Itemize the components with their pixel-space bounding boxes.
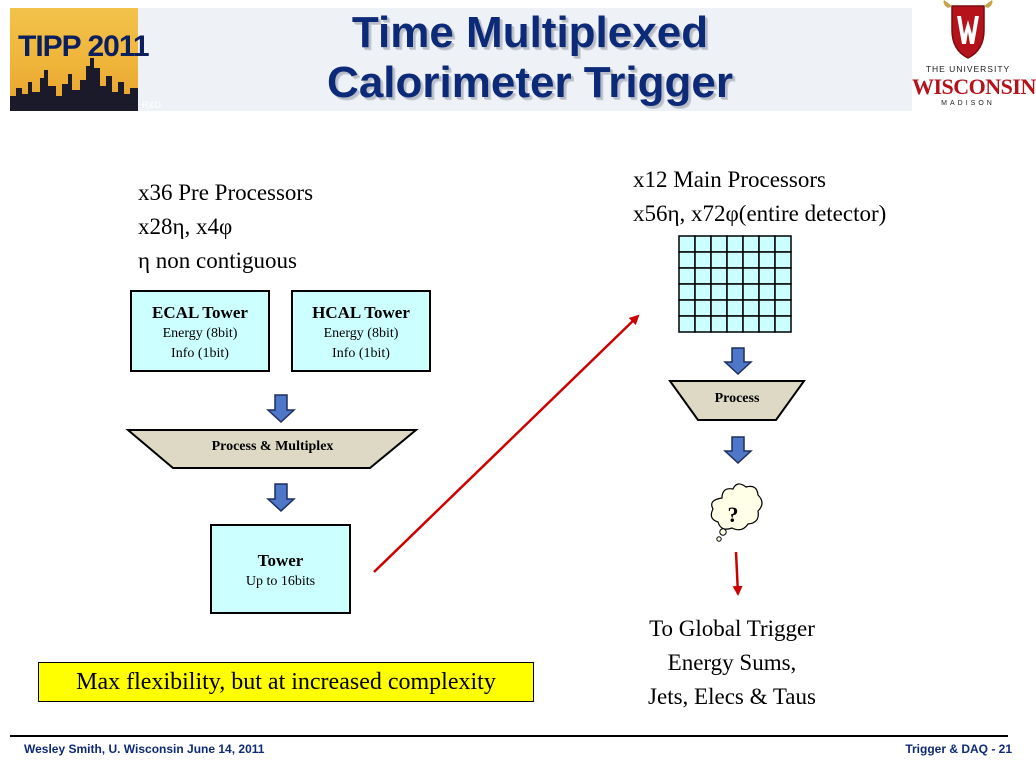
footer-page: Trigger & DAQ - 21: [905, 742, 1012, 756]
global-trigger-text: To Global Trigger Energy Sums, Jets, Ele…: [612, 612, 852, 714]
pre-processors-line2: x28η, x4φ: [138, 214, 233, 239]
down-arrow-icon: [266, 394, 296, 424]
red-arrow-to-global: [732, 551, 743, 596]
grid-cell: [742, 283, 760, 301]
red-arrow-to-main: [373, 314, 640, 573]
ecal-tower-box: ECAL Tower Energy (8bit) Info (1bit): [130, 290, 270, 372]
processor-grid: [678, 235, 792, 333]
global-trigger-line2: Energy Sums,: [667, 650, 797, 675]
footer-divider: [10, 735, 1008, 737]
university-logo-line3: MADISON: [941, 100, 995, 107]
grid-cell: [742, 251, 760, 269]
flexibility-note: Max flexibility, but at increased comple…: [38, 662, 534, 702]
grid-cell: [758, 315, 776, 333]
grid-cell: [726, 267, 744, 285]
grid-cell: [726, 283, 744, 301]
grid-cell: [758, 251, 776, 269]
grid-cell: [678, 235, 696, 253]
grid-cell: [678, 283, 696, 301]
pre-processors-line1: x36 Pre Processors: [138, 180, 314, 205]
grid-cell: [694, 235, 712, 253]
university-logo-line2: WISCONSIN: [912, 74, 1036, 99]
pre-processors-line3: η non contiguous: [138, 248, 297, 273]
grid-cell: [774, 251, 792, 269]
header-band: [10, 8, 913, 111]
grid-cell: [694, 283, 712, 301]
tower-box-title: Tower: [257, 551, 304, 570]
grid-cell: [694, 251, 712, 269]
grid-cell: [678, 299, 696, 317]
hcal-tower-box: HCAL Tower Energy (8bit) Info (1bit): [291, 290, 431, 372]
grid-cell: [726, 299, 744, 317]
down-arrow-icon: [723, 347, 753, 376]
grid-cell: [678, 267, 696, 285]
grid-cell: [774, 315, 792, 333]
grid-cell: [774, 267, 792, 285]
grid-cell: [710, 251, 728, 269]
grid-cell: [726, 251, 744, 269]
hcal-box-line2: Info (1bit): [332, 346, 390, 361]
down-arrow-icon: [723, 436, 753, 465]
grid-cell: [758, 267, 776, 285]
tower-box: Tower Up to 16bits: [210, 524, 351, 614]
main-processors-line1: x12 Main Processors: [633, 167, 826, 192]
title-line-1: Time Multiplexed: [351, 8, 709, 57]
grid-cell: [710, 267, 728, 285]
thought-cloud-icon: [710, 483, 763, 542]
tipp-logo: TIPP 2011: [10, 8, 150, 111]
grid-cell: [726, 315, 744, 333]
footer-author: Wesley Smith, U. Wisconsin June 14, 2011: [24, 742, 265, 756]
tipp-logo-text: TIPP 2011: [18, 30, 150, 63]
process-multiplex-label: Process & Multiplex: [211, 439, 334, 454]
grid-cell: [726, 235, 744, 253]
title-line-2: Calorimeter Trigger: [327, 58, 733, 107]
grid-cell: [710, 299, 728, 317]
rd-label: R&D: [142, 100, 162, 110]
grid-cell: [758, 283, 776, 301]
grid-cell: [774, 299, 792, 317]
grid-cell: [774, 283, 792, 301]
pre-processors-text: x36 Pre Processors x28η, x4φ η non conti…: [138, 176, 313, 278]
grid-cell: [694, 315, 712, 333]
grid-cell: [710, 235, 728, 253]
process-label: Process: [714, 391, 760, 406]
down-arrow-icon: [266, 483, 296, 513]
crest-icon: [943, 0, 993, 59]
global-trigger-line1: To Global Trigger: [649, 616, 815, 641]
grid-cell: [774, 235, 792, 253]
grid-cell: [710, 315, 728, 333]
grid-cell: [742, 235, 760, 253]
grid-cell: [742, 267, 760, 285]
grid-cell: [678, 315, 696, 333]
grid-cell: [758, 235, 776, 253]
process-multiplex-trapezoid: [125, 429, 419, 469]
main-processors-text: x12 Main Processors x56η, x72φ(entire de…: [633, 163, 886, 231]
grid-cell: [710, 283, 728, 301]
hcal-box-line1: Energy (8bit): [323, 326, 399, 341]
page-title: Time Multiplexed Calorimeter Trigger: [200, 8, 860, 108]
grid-cell: [694, 299, 712, 317]
grid-cell: [742, 299, 760, 317]
hcal-box-title: HCAL Tower: [312, 303, 410, 322]
university-logo: THE UNIVERSITY WISCONSIN MADISON: [912, 0, 1036, 118]
grid-cell: [742, 315, 760, 333]
tower-box-line1: Up to 16bits: [245, 574, 316, 589]
main-processors-line2: x56η, x72φ(entire detector): [633, 201, 887, 226]
ecal-box-line2: Info (1bit): [171, 346, 229, 361]
grid-cell: [678, 251, 696, 269]
question-mark: ?: [727, 502, 739, 527]
ecal-box-line1: Energy (8bit): [162, 326, 238, 341]
skyline-icon: [10, 58, 138, 111]
grid-cell: [694, 267, 712, 285]
global-trigger-line3: Jets, Elecs & Taus: [648, 684, 816, 709]
ecal-box-title: ECAL Tower: [152, 303, 248, 322]
process-trapezoid: [668, 380, 806, 421]
university-logo-line1: THE UNIVERSITY: [925, 64, 1011, 74]
grid-cell: [758, 299, 776, 317]
